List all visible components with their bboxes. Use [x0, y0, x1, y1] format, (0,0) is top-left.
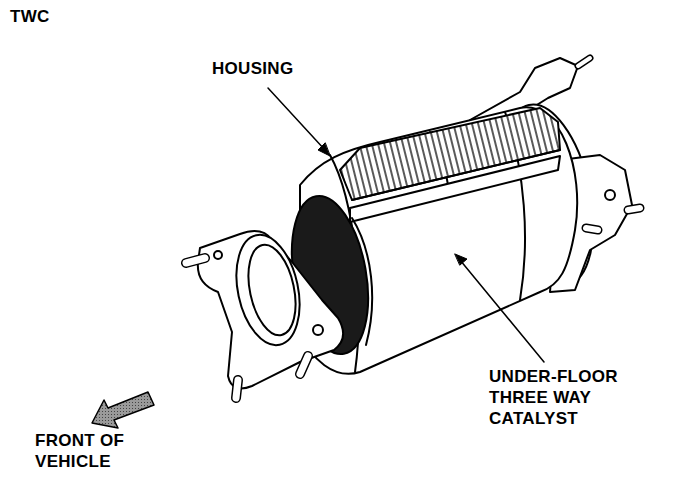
part-label: UNDER-FLOOR THREE WAY CATALYST: [489, 366, 639, 429]
diagram-title-holder: TWC: [10, 6, 90, 27]
part-label-holder: UNDER-FLOOR THREE WAY CATALYST: [489, 366, 639, 429]
part-label: HOUSING: [212, 58, 332, 79]
diagram-title: TWC: [10, 6, 90, 27]
part-label: FRONT OF VEHICLE: [35, 430, 145, 472]
part-label-holder: HOUSING: [212, 58, 332, 79]
part-label-holder: FRONT OF VEHICLE: [35, 430, 145, 472]
